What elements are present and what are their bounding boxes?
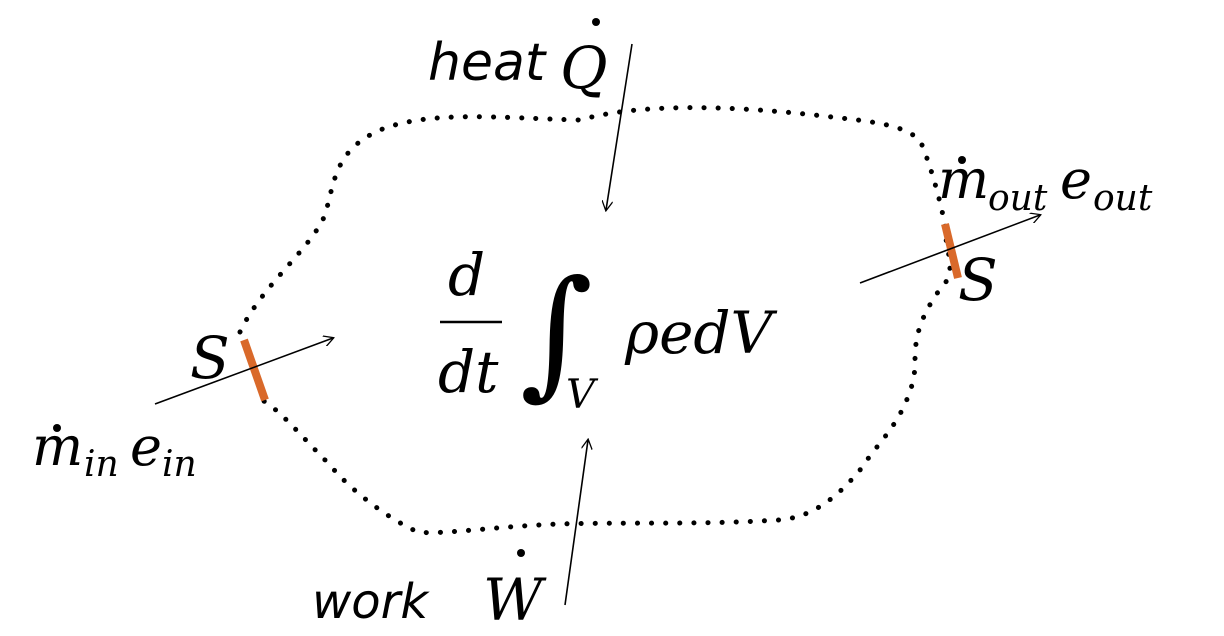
outlet-energy-symbol: e bbox=[1060, 148, 1092, 211]
work-dot bbox=[517, 549, 525, 557]
heat-label: heat bbox=[428, 33, 547, 93]
heat-symbol: Q bbox=[560, 34, 608, 102]
outlet-mass-subscript: out bbox=[988, 178, 1048, 219]
heat-dot bbox=[592, 18, 600, 26]
inlet-surface-label: S bbox=[190, 324, 230, 392]
outlet-surface-label: S bbox=[958, 246, 998, 314]
control-volume-boundary bbox=[237, 105, 953, 536]
integral-sign: ∫ bbox=[520, 251, 593, 414]
integral-lower-limit: V bbox=[566, 372, 599, 418]
inlet-surface-mark bbox=[240, 338, 269, 402]
derivative-numerator: d bbox=[448, 241, 485, 309]
work-symbol: W bbox=[483, 566, 547, 634]
inlet-energy-subscript: in bbox=[162, 444, 197, 485]
outflow-arrow bbox=[859, 215, 1040, 284]
outlet-mass-dot bbox=[958, 156, 966, 164]
integrand: ρedV bbox=[624, 299, 778, 367]
inlet-mass-subscript: in bbox=[84, 444, 119, 485]
outlet-surface-mark bbox=[941, 223, 962, 279]
work-arrow bbox=[564, 440, 588, 606]
inflow-arrow bbox=[154, 338, 333, 405]
inlet-mass-dot bbox=[53, 424, 61, 432]
outlet-energy-subscript: out bbox=[1093, 178, 1153, 219]
derivative-denominator: dt bbox=[438, 338, 499, 406]
inlet-mass-symbol: m bbox=[32, 415, 83, 478]
work-label: work bbox=[312, 574, 430, 630]
outlet-mass-symbol: m bbox=[938, 148, 989, 211]
heat-arrow bbox=[606, 43, 633, 210]
inlet-energy-symbol: e bbox=[130, 415, 162, 478]
